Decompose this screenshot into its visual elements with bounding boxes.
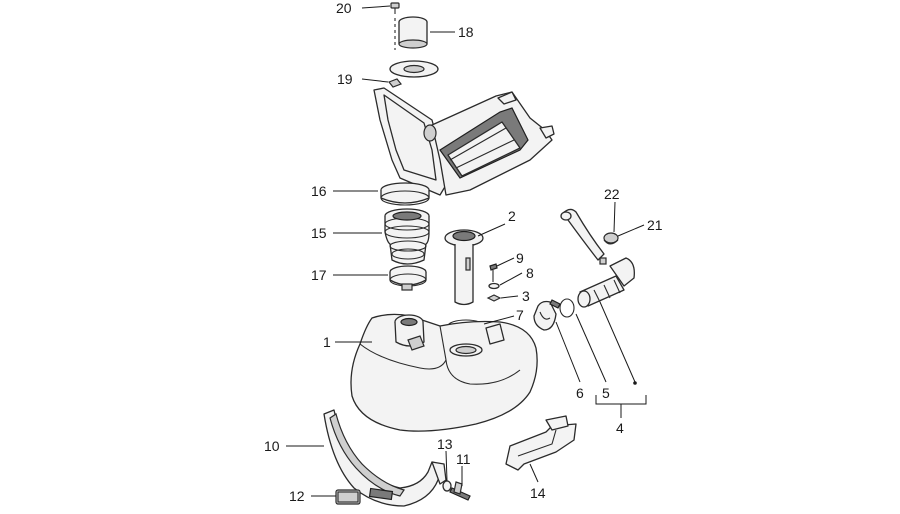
part-9-screw: [489, 263, 498, 282]
callout-3: 3: [522, 288, 530, 304]
callout-11: 11: [456, 451, 471, 467]
part-16-upper-clamp: [380, 182, 430, 206]
part-1-fuel-tank: [350, 313, 538, 432]
callout-14: 14: [530, 485, 546, 501]
part-20-screw: [390, 2, 400, 50]
callout-19: 19: [337, 71, 353, 87]
part-11-screw: [449, 481, 471, 501]
part-10-tank-strap: [323, 409, 447, 507]
callout-22: 22: [604, 186, 620, 202]
callout-1: 1: [323, 334, 331, 350]
tap-o-ring: [559, 298, 575, 318]
callout-7: 7: [516, 307, 524, 323]
leader-lines: [286, 5, 647, 497]
part-12-rubber-pad: [335, 489, 361, 505]
callout-labels: 20 18 19 16 15 17 2 9 8 3 7 1 10 12 13 1…: [264, 0, 663, 504]
part-19-clip: [388, 78, 402, 88]
callout-20: 20: [336, 0, 352, 16]
part-5-fuel-tap: [577, 257, 635, 308]
footboard-cover-panel: [373, 87, 555, 196]
callout-6: 6: [576, 385, 584, 401]
cap-gasket-plate: [389, 60, 439, 78]
part-17-lower-clamp: [389, 265, 427, 291]
callout-15: 15: [311, 225, 327, 241]
part-3-nut: [486, 294, 502, 302]
part-13-washer: [442, 480, 452, 492]
part-22-hose-clip: [603, 232, 619, 245]
callout-13: 13: [437, 436, 453, 452]
callout-21: 21: [647, 217, 663, 233]
callout-12: 12: [289, 488, 305, 504]
callout-2: 2: [508, 208, 516, 224]
callout-9: 9: [516, 250, 524, 266]
part-18-fuel-cap: [398, 16, 428, 49]
callout-17: 17: [311, 267, 327, 283]
callout-18: 18: [458, 24, 474, 40]
callout-8: 8: [526, 265, 534, 281]
callout-5: 5: [602, 385, 610, 401]
fuel-hose: [560, 208, 605, 261]
part-8-washer: [488, 282, 500, 290]
part-15-filler-neck-sleeve: [384, 208, 430, 265]
part-2-fuel-level-sender: [444, 229, 484, 306]
part-14-bracket: [505, 415, 577, 471]
callout-10: 10: [264, 438, 280, 454]
part-6-tap-clamp: [533, 299, 561, 331]
callout-4: 4: [616, 420, 624, 436]
callout-16: 16: [311, 183, 327, 199]
